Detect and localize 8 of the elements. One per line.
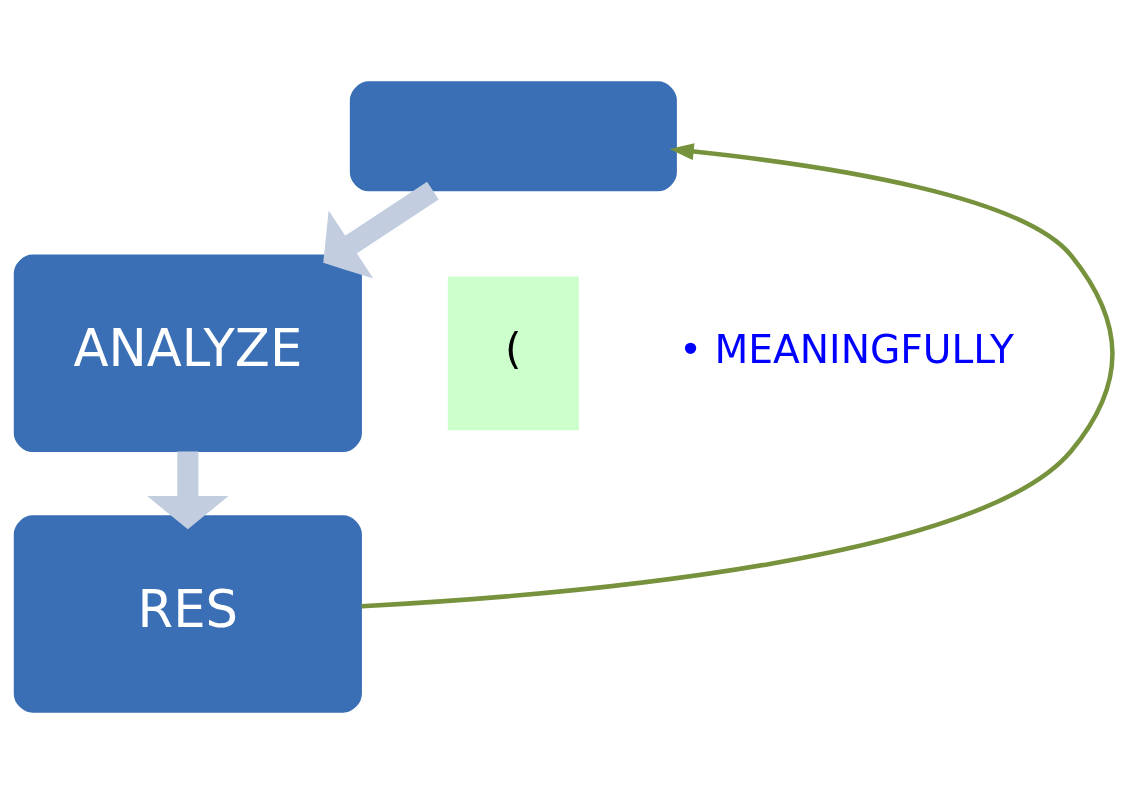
node-box: ( — [447, 276, 579, 431]
node-box: ANALYZE — [13, 254, 362, 452]
arrow — [147, 451, 229, 530]
arrow — [361, 143, 1115, 609]
node-box — [349, 81, 677, 192]
label: • MEANINGFULLY — [678, 326, 1014, 372]
node-box: RES — [13, 515, 362, 713]
arrow — [323, 181, 439, 279]
